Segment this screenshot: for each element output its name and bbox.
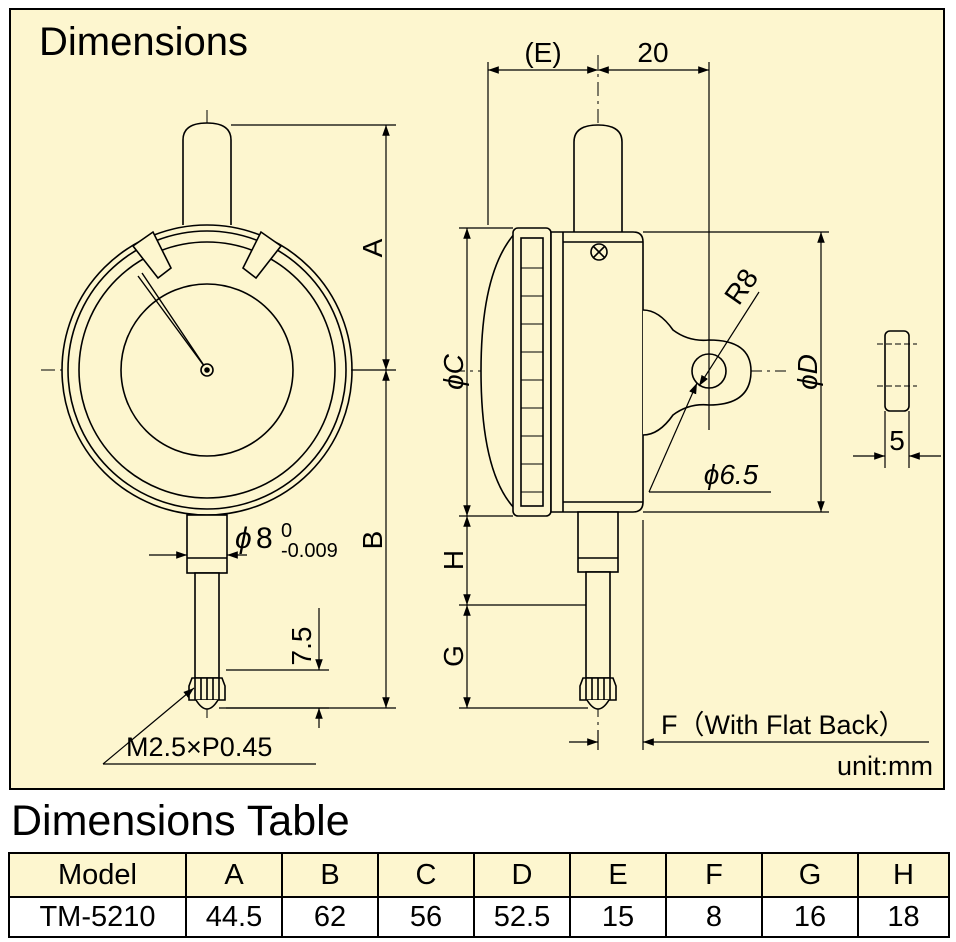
front-dial-face [120, 283, 294, 457]
cell-model: TM-5210 [8, 896, 187, 938]
dim-label-phi65: ϕ6.5 [704, 459, 759, 490]
header-model: Model [8, 852, 187, 898]
side-contact-ball [586, 699, 610, 710]
front-bezel-ring [67, 230, 347, 510]
flat-back-detail [853, 330, 941, 468]
header-e: E [569, 852, 667, 898]
front-spindle [194, 572, 220, 679]
side-spindle [585, 571, 611, 679]
cell-a: 44.5 [185, 896, 283, 938]
thread-length-label: 7.5 [286, 627, 317, 666]
cell-h: 18 [857, 896, 950, 938]
dim-label-20: 20 [637, 37, 668, 68]
dim-label-B: B [357, 531, 388, 550]
dim-label-R8: R8 [718, 263, 764, 310]
technical-drawing: A B ϕ 8 0 -0.009 7.5 M2.5×P0.45 [41, 37, 941, 765]
header-c: C [377, 852, 475, 898]
cell-d: 52.5 [473, 896, 571, 938]
stem-diameter-value: 8 [256, 522, 273, 555]
front-limit-tab-right [241, 230, 283, 280]
front-bezel-inner [78, 241, 336, 499]
side-top-cap [573, 124, 623, 232]
cell-c: 56 [377, 896, 475, 938]
header-f: F [665, 852, 763, 898]
cell-f: 8 [665, 896, 763, 938]
side-crystal-dome [480, 231, 517, 511]
side-knurled-bezel [512, 227, 552, 517]
dimensions-table: Model A B C D E F G H TM-5210 44.5 62 56… [8, 852, 950, 938]
front-limit-tab-left [131, 230, 173, 280]
unit-label: unit:mm [836, 751, 933, 781]
table-header-row: Model A B C D E F G H [8, 852, 950, 898]
dim-leader-R8 [698, 291, 760, 387]
table-row: TM-5210 44.5 62 56 52.5 15 8 16 18 [8, 896, 950, 938]
front-stem [186, 514, 228, 574]
stem-phi-symbol: ϕ [235, 522, 252, 555]
side-case-body [550, 231, 644, 513]
thread-leader [102, 687, 195, 765]
stem-tolerance-upper: 0 [281, 520, 292, 542]
drawing-title: Dimensions [39, 20, 248, 64]
front-view [41, 110, 371, 720]
header-h: H [857, 852, 950, 898]
front-pointer-2 [137, 275, 208, 371]
front-top-cap [182, 122, 232, 225]
dim-label-G: G [438, 645, 469, 667]
header-a: A [185, 852, 283, 898]
dim-label-phiD: ϕD [792, 354, 823, 390]
dim-label-A: A [357, 238, 388, 257]
stem-tolerance-lower: -0.009 [281, 540, 338, 562]
front-contact-ball [195, 699, 219, 710]
dim-leader-phi65 [648, 382, 698, 493]
front-pointer [141, 272, 208, 371]
header-b: B [281, 852, 379, 898]
drawing-panel: A B ϕ 8 0 -0.009 7.5 M2.5×P0.45 [9, 8, 945, 790]
side-view [451, 55, 786, 730]
header-g: G [761, 852, 859, 898]
header-d: D [473, 852, 571, 898]
cell-e: 15 [569, 896, 667, 938]
front-pointer-pin [204, 367, 210, 373]
table-heading: Dimensions Table [11, 797, 350, 845]
flat-back-part [884, 330, 910, 412]
cell-g: 16 [761, 896, 859, 938]
dim-label-phiC: ϕC [438, 353, 469, 390]
dim-label-F: F（With Flat Back） [661, 710, 906, 740]
side-stem [577, 511, 619, 573]
dim-label-H: H [438, 550, 469, 570]
cell-b: 62 [281, 896, 379, 938]
dim-label-E: (E) [524, 37, 561, 68]
dim-label-5: 5 [889, 425, 905, 456]
thread-spec-label: M2.5×P0.45 [126, 732, 272, 762]
